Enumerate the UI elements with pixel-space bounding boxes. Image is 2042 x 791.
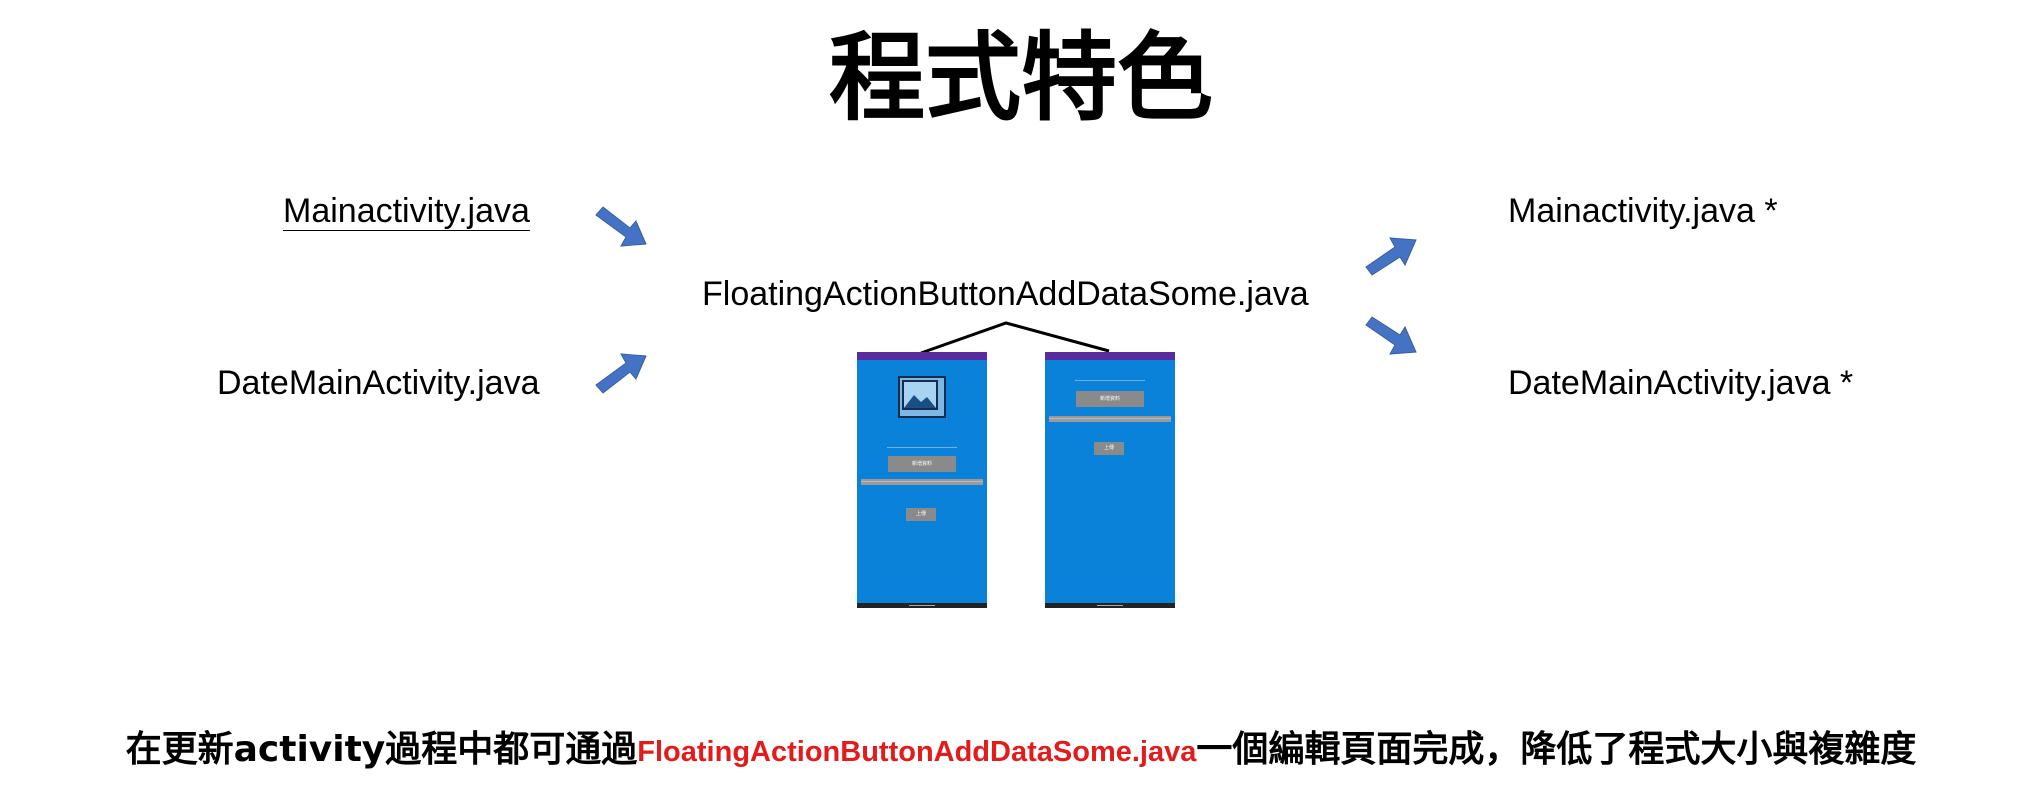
upload-button[interactable]: 上傳: [906, 508, 936, 521]
footer-highlight: FloatingActionButtonAddDataSome.java: [637, 736, 1197, 768]
arrow-up-right-icon: [1365, 237, 1417, 276]
image-placeholder-icon: [898, 376, 946, 418]
text-field-line[interactable]: [887, 447, 957, 448]
arrow-up-right-icon: [595, 353, 647, 394]
footer-text-after: 一個編輯頁面完成，降低了程式大小與複雜度: [1196, 729, 1917, 770]
output-label-datemainactivity: DateMainActivity.java *: [1508, 364, 1854, 402]
input-label-mainactivity: Mainactivity.java: [283, 192, 530, 230]
footer-summary: 在更新activity過程中都可通過FloatingActionButtonAd…: [0, 728, 2042, 771]
status-bar: [857, 352, 987, 360]
center-label-floatingactionbutton: FloatingActionButtonAddDataSome.java: [702, 275, 1309, 313]
input-label-datemainactivity: DateMainActivity.java: [217, 364, 540, 402]
navigation-bar: [857, 603, 987, 608]
upload-button[interactable]: 上傳: [1094, 442, 1124, 455]
footer-text-before: 在更新activity過程中都可通過: [125, 729, 638, 770]
divider-bar: [861, 479, 983, 485]
status-bar: [1045, 352, 1175, 360]
slide-title: 程式特色: [829, 22, 1213, 134]
divider-bar: [1049, 416, 1171, 422]
add-data-button[interactable]: 新增資料: [1076, 391, 1144, 407]
navigation-bar: [1045, 603, 1175, 608]
arrow-down-right-icon: [595, 206, 647, 247]
phone-screenshot-left: 新增資料 上傳: [857, 352, 987, 608]
arrow-down-right-icon: [1365, 316, 1417, 355]
output-label-mainactivity: Mainactivity.java *: [1508, 192, 1778, 230]
add-data-button[interactable]: 新增資料: [888, 456, 956, 472]
text-field-line[interactable]: [1075, 380, 1145, 381]
phone-screenshot-right: 新增資料 上傳: [1045, 352, 1175, 608]
